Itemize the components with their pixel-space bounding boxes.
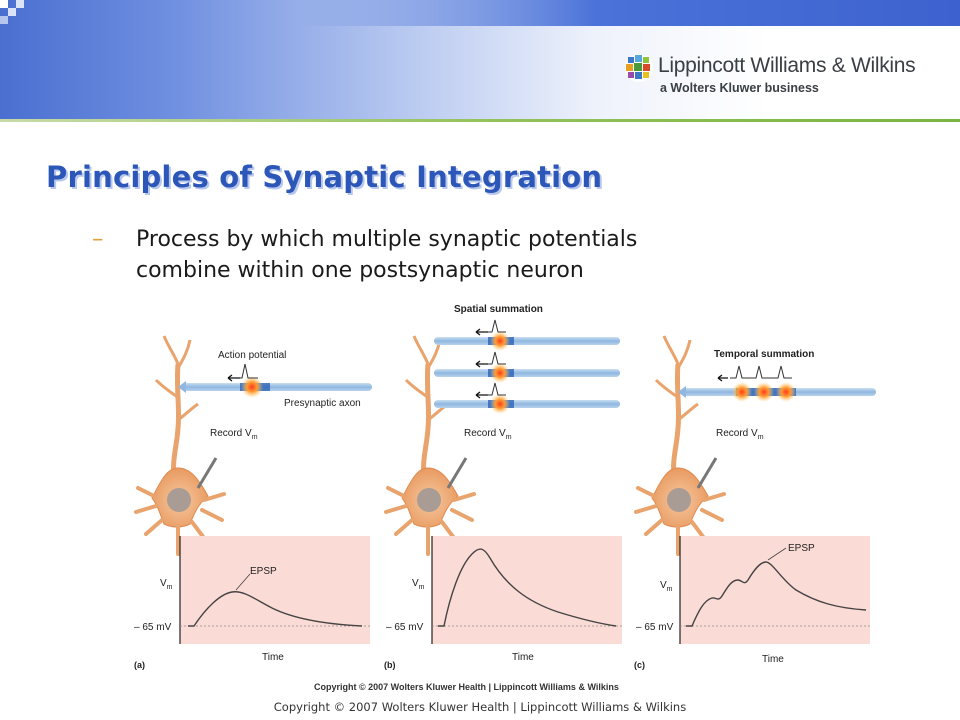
slide-title: Principles of Synaptic Integration <box>46 160 603 194</box>
logo-mark-icon <box>625 54 653 82</box>
trace-plot-c <box>680 536 870 644</box>
time-label-b: Time <box>512 652 534 663</box>
activation-spot-c3 <box>776 382 796 402</box>
axon-row-2 <box>434 351 620 383</box>
action-potential-train <box>730 365 792 379</box>
time-label-a: Time <box>262 652 284 663</box>
neuron-c-icon <box>636 336 724 554</box>
bullet-text: Process by which multiple synaptic poten… <box>136 224 637 286</box>
record-label-b: Record Vm <box>464 428 512 441</box>
publisher-tagline: a Wolters Kluwer business <box>660 81 819 95</box>
axon-row-3 <box>434 382 620 414</box>
activation-spot-c2 <box>754 382 774 402</box>
heading-spatial-summation: Spatial summation <box>454 304 543 315</box>
decor-square <box>0 0 8 8</box>
baseline-label-c: – 65 mV <box>636 622 674 633</box>
decor-square <box>8 8 16 16</box>
panel-letter-b: (b) <box>384 660 396 670</box>
figure-svg: Action potential Presynaptic axon Record… <box>132 304 876 692</box>
panel-letter-c: (c) <box>634 660 645 670</box>
action-potential-waveform <box>234 363 258 379</box>
panel-b: Spatial summation <box>384 304 622 670</box>
baseline-label-a: – 65 mV <box>134 622 172 633</box>
activation-spot-a <box>241 376 263 398</box>
vm-label-b: Vm <box>412 578 425 591</box>
bullet-line-1: Process by which multiple synaptic poten… <box>136 227 638 252</box>
direction-arrow-icon <box>475 328 488 336</box>
bullet-marker: – <box>92 226 104 252</box>
label-action-potential: Action potential <box>218 350 286 361</box>
direction-arrow-icon <box>475 391 488 399</box>
bullet-line-2: combine within one postsynaptic neuron <box>136 258 584 283</box>
header-top-bar <box>300 0 960 26</box>
label-presynaptic-axon: Presynaptic axon <box>284 398 361 409</box>
vm-label-a: Vm <box>160 578 173 591</box>
presynaptic-axon-a <box>182 383 372 391</box>
baseline-label-b: – 65 mV <box>386 622 424 633</box>
neuron-a-icon <box>136 336 224 554</box>
activation-spot-c1 <box>732 382 752 402</box>
footer-copyright: Copyright © 2007 Wolters Kluwer Health |… <box>273 700 687 714</box>
decor-square <box>16 0 24 8</box>
panel-letter-a: (a) <box>134 660 145 670</box>
epsp-trace-b <box>438 548 617 627</box>
epsp-trace-c <box>686 561 867 627</box>
axon-row-1 <box>434 319 620 351</box>
neuron-b-icon <box>386 336 474 554</box>
record-label-a: Record Vm <box>210 428 258 441</box>
trace-plot-b <box>432 536 622 644</box>
direction-arrow-icon <box>717 374 728 382</box>
header-divider <box>0 119 960 122</box>
synaptic-integration-figure: Action potential Presynaptic axon Record… <box>132 296 880 696</box>
figure-copyright: Copyright © 2007 Wolters Kluwer Health |… <box>314 682 619 692</box>
epsp-label-a: EPSP <box>250 566 277 577</box>
panel-a: Action potential Presynaptic axon Record… <box>134 336 372 670</box>
trace-plot-a <box>180 536 370 644</box>
time-label-c: Time <box>762 654 784 665</box>
publisher-name: Lippincott Williams & Wilkins <box>658 54 916 77</box>
direction-arrow-icon <box>475 360 488 368</box>
publisher-logo: Lippincott Williams & Wilkins a Wolters … <box>624 50 944 98</box>
heading-temporal-summation: Temporal summation <box>714 349 814 360</box>
decor-square <box>0 16 8 24</box>
epsp-label-c: EPSP <box>788 543 815 554</box>
record-label-c: Record Vm <box>716 428 764 441</box>
epsp-trace-a <box>188 591 363 627</box>
vm-label-c: Vm <box>660 580 673 593</box>
panel-c: Temporal summation Record Vm EPSP Vm – 6… <box>634 336 876 670</box>
direction-arrow-icon <box>227 374 240 382</box>
